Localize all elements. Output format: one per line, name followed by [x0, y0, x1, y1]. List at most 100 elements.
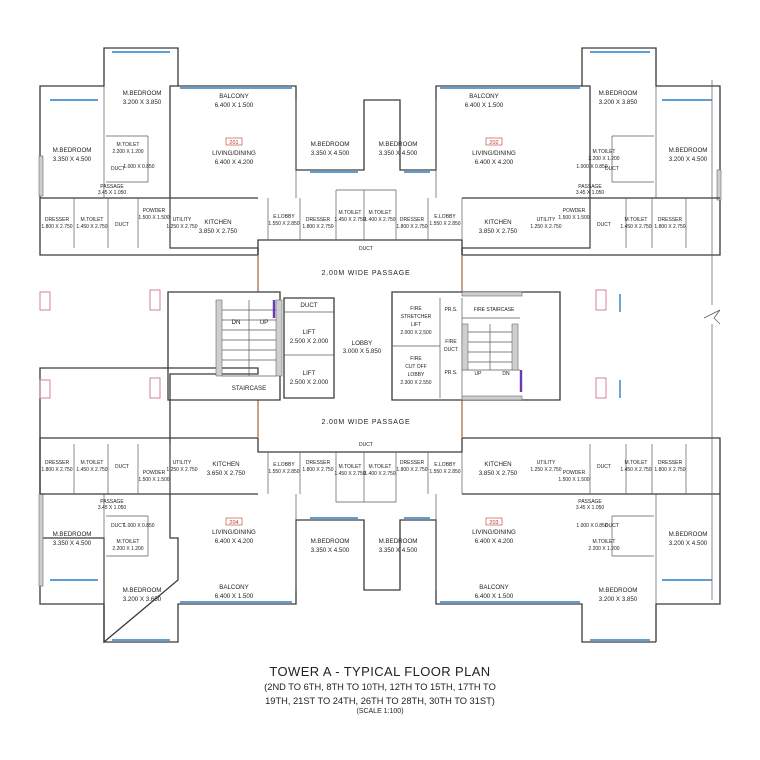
fire-stretcher-size: 2.000 X 2.500: [400, 330, 431, 336]
elobby-201-size: 1.550 X 2.850: [268, 221, 299, 227]
passage-br-size: 3.45 X 1.050: [576, 505, 605, 511]
dresser-br-label: DRESSER: [658, 460, 683, 466]
mbed-left-size: 3.350 X 4.500: [53, 156, 92, 163]
flat-number-203: 203: [489, 520, 498, 526]
duct-core-label: DUCT: [300, 302, 317, 309]
fire-duct-l1: FIRE: [445, 339, 457, 345]
utility-right-label: UTILITY: [537, 217, 556, 223]
dresser-201-label: DRESSER: [306, 217, 331, 223]
balcony-204-label: BALCONY: [219, 584, 249, 591]
mtoilet-small-left-size: 1.450 X 2.750: [76, 224, 107, 230]
passage-right-label: PASSAGE: [578, 184, 602, 190]
mbed-inner-bl-label: M.BEDROOM: [311, 538, 350, 545]
dresser-bl-label: DRESSER: [45, 460, 70, 466]
dresser-203-size: 1.800 X 2.750: [396, 467, 427, 473]
balcony-203-size: 6.400 X 1.500: [475, 593, 514, 600]
dresser-left-size: 1.800 X 2.750: [41, 224, 72, 230]
elobby-202-label: E.LOBBY: [434, 214, 456, 220]
fire-stretcher-l1: FIRE: [410, 306, 422, 312]
passage-top-label: 2.00M WIDE PASSAGE: [322, 270, 411, 277]
powder-br-size: 1.500 X 1.500: [558, 477, 589, 483]
living-203-size: 6.400 X 4.200: [475, 538, 514, 545]
ductbox-left-size: 1.000 X 0.850: [123, 164, 154, 170]
plan-floors-line1: (2ND TO 6TH, 8TH TO 10TH, 12TH TO 15TH, …: [264, 682, 496, 692]
duct-left2-label: DUCT: [115, 222, 129, 228]
plan-scale: (SCALE 1:100): [356, 708, 404, 715]
dresser-left-label: DRESSER: [45, 217, 70, 223]
balcony-202-label: BALCONY: [469, 93, 499, 100]
lobby-label: LOBBY: [352, 340, 373, 347]
mbed-inner-left-size: 3.350 X 4.500: [311, 150, 350, 157]
passage-right-size: 3.45 X 1.050: [576, 190, 605, 196]
flat-number-201: 201: [229, 140, 238, 146]
duct-center-top-label: DUCT: [359, 246, 373, 252]
mbed-inner-br-label: M.BEDROOM: [379, 538, 418, 545]
passage-left-label: PASSAGE: [100, 184, 124, 190]
mbed-inner-left-label: M.BEDROOM: [311, 141, 350, 148]
mbed-inner-right-size: 3.350 X 4.500: [379, 150, 418, 157]
powder-right-label: POWDER: [563, 208, 586, 214]
duct-br2-label: DUCT: [597, 464, 611, 470]
mbed-inner-bl-size: 3.350 X 4.500: [311, 547, 350, 554]
mbed-top-right-size: 3.200 X 3.850: [599, 99, 638, 106]
kitchen-203-size: 3.850 X 2.750: [479, 470, 518, 477]
mbed-bottom-right-label: M.BEDROOM: [599, 587, 638, 594]
mtoilet-bl-label: M.TOILET: [117, 539, 140, 545]
duct-br-label: DUCT: [605, 523, 619, 529]
living-203-label: LIVING/DINING: [472, 529, 516, 536]
fire-stretcher-l2: STRETCHER: [401, 314, 432, 320]
flat-number-204: 204: [229, 520, 238, 526]
dresser-201-size: 1.800 X 2.750: [302, 224, 333, 230]
mtoilet-left-size: 2.200 X 1.200: [112, 149, 143, 155]
ductbox-br-size: 1.000 X 0.850: [576, 523, 607, 529]
utility-left-size: 1.250 X 2.750: [166, 224, 197, 230]
plan-title: TOWER A - TYPICAL FLOOR PLAN: [269, 664, 491, 679]
powder-bl-size: 1.500 X 1.500: [138, 477, 169, 483]
fire-stair-dn-label: DN: [502, 371, 510, 377]
kitchen-202-size: 3.850 X 2.750: [479, 228, 518, 235]
passage-left-size: 3.45 X 1.050: [98, 190, 127, 196]
kitchen-201-label: KITCHEN: [204, 219, 231, 226]
elobby-203-size: 1.550 X 2.850: [429, 469, 460, 475]
staircase-label: STAIRCASE: [232, 385, 267, 392]
mbed-right-size: 3.200 X 4.500: [669, 156, 708, 163]
elobby-203-label: E.LOBBY: [434, 462, 456, 468]
utility-br-size: 1.250 X 2.750: [530, 467, 561, 473]
mbed-bottom-left-label: M.BEDROOM: [123, 587, 162, 594]
kitchen-203-label: KITCHEN: [484, 461, 511, 468]
balcony-202-size: 6.400 X 1.500: [465, 102, 504, 109]
utility-bl-label: UTILITY: [173, 460, 192, 466]
fire-cutoff-l2: CUT OFF: [405, 364, 427, 370]
mtoilet-inner-left-label: M.TOILET: [339, 210, 362, 216]
mtoilet-left-label: M.TOILET: [117, 142, 140, 148]
mbed-left-label: M.BEDROOM: [53, 147, 92, 154]
powder-left-size: 1.500 X 1.500: [138, 215, 169, 221]
elobby-201-label: E.LOBBY: [273, 214, 295, 220]
mtoilet-inner-bl-label: M.TOILET: [339, 464, 362, 470]
passage-bl-label: PASSAGE: [100, 499, 124, 505]
mbed-top-right-label: M.BEDROOM: [599, 90, 638, 97]
duct-right2-label: DUCT: [597, 222, 611, 228]
powder-left-label: POWDER: [143, 208, 166, 214]
mtoilet-bl-size: 2.200 X 1.200: [112, 546, 143, 552]
elobby-202-size: 1.550 X 2.850: [429, 221, 460, 227]
flat-number-202: 202: [489, 140, 498, 146]
passage-bl-size: 3.45 X 1.050: [98, 505, 127, 511]
mbed-bl-label: M.BEDROOM: [53, 531, 92, 538]
kitchen-204-label: KITCHEN: [212, 461, 239, 468]
powder-right-size: 1.500 X 1.500: [558, 215, 589, 221]
fire-cutoff-size: 2.300 X 2.550: [400, 380, 431, 386]
mtoilet-inner-right-size: 1.400 X 2.750: [364, 217, 395, 223]
mtoilet-inner-right-label: M.TOILET: [369, 210, 392, 216]
utility-left-label: UTILITY: [173, 217, 192, 223]
interior-partitions-bottom: [40, 444, 720, 604]
mtoilet-inner-bl-size: 1.450 X 2.750: [334, 471, 365, 477]
fire-cutoff-l1: FIRE: [410, 356, 422, 362]
balcony-201-size: 6.400 X 1.500: [215, 102, 254, 109]
mtoilet-small-right-size: 1.450 X 2.750: [620, 224, 651, 230]
fire-staircase-label: FIRE STAIRCASE: [474, 307, 515, 313]
dresser-203-label: DRESSER: [400, 460, 425, 466]
mtoilet-small-bl-label: M.TOILET: [81, 460, 104, 466]
mbed-br-label: M.BEDROOM: [669, 531, 708, 538]
